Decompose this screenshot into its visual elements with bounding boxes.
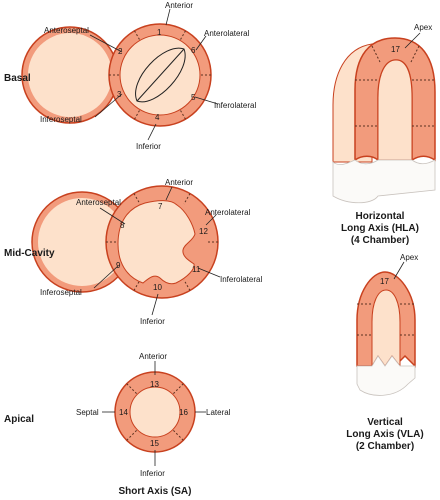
vla-cavity [371, 289, 401, 368]
apical-septal-label: Septal [76, 408, 99, 417]
apical-seg-13: 13 [150, 380, 159, 389]
basal-seg-3: 3 [117, 90, 122, 99]
sa-caption: Short Axis (SA) [119, 486, 192, 497]
mid-rv-inner [38, 198, 126, 286]
basal-seg-6: 6 [191, 46, 196, 55]
vla-base [356, 355, 416, 396]
apical-inferior-label: Inferior [140, 469, 165, 478]
apical-inner [129, 386, 181, 438]
mid-seg-12: 12 [199, 227, 208, 236]
apical-seg-15: 15 [150, 439, 159, 448]
mid-group: 7 8 9 10 11 12 Anterior Anteroseptal Ant… [4, 178, 262, 326]
row-label-basal: Basal [4, 73, 31, 84]
vla-seg-17: 17 [380, 277, 389, 286]
hla-apex-label: Apex [414, 23, 432, 32]
mid-seg-8: 8 [120, 221, 125, 230]
basal-rv-inner [28, 33, 112, 117]
vla-apex-label: Apex [400, 253, 418, 262]
basal-anterior-label: Anterior [165, 1, 193, 10]
hla-lv-cavity [377, 59, 413, 161]
vla-caption-line1: Vertical [367, 417, 403, 428]
mid-lv-cavity [117, 200, 196, 285]
hla-group: 17 Apex Horizontal Long Axis (HLA) (4 Ch… [332, 23, 436, 246]
basal-inferolateral-label: Inferolateral [214, 101, 256, 110]
apical-seg-14: 14 [119, 408, 128, 417]
hla-caption-line2: Long Axis (HLA) [341, 223, 419, 234]
vla-group: 17 Apex Vertical Long Axis (VLA) (2 Cham… [346, 253, 423, 452]
row-label-mid: Mid-Cavity [4, 248, 55, 259]
mid-seg-7: 7 [158, 202, 163, 211]
basal-anteroseptal-label: Anteroseptal [44, 26, 89, 35]
mid-seg-10: 10 [153, 283, 162, 292]
mid-anterolateral-label: Anterolateral [205, 208, 251, 217]
hla-caption-line3: (4 Chamber) [351, 235, 409, 246]
apical-lateral-label: Lateral [206, 408, 231, 417]
basal-seg-4: 4 [155, 113, 160, 122]
basal-group: 1 2 3 4 5 6 Anterior Anteroseptal Antero… [4, 1, 256, 151]
mid-anteroseptal-label: Anteroseptal [76, 198, 121, 207]
basal-seg-5: 5 [191, 93, 196, 102]
basal-valve-axis [136, 48, 185, 102]
row-label-apical: Apical [4, 414, 34, 425]
mid-anterior-label: Anterior [165, 178, 193, 187]
hla-apex-leader [404, 32, 421, 49]
basal-anterolateral-label: Anterolateral [204, 29, 250, 38]
basal-seg-1: 1 [157, 28, 162, 37]
mid-inferoseptal-label: Inferoseptal [40, 288, 82, 297]
apical-group: 13 14 15 16 Anterior Septal Lateral Infe… [4, 352, 231, 497]
apical-anterior-label: Anterior [139, 352, 167, 361]
vla-apex-leader [393, 261, 405, 280]
hla-caption-line1: Horizontal [356, 211, 405, 222]
hla-base [332, 159, 436, 204]
basal-inferior-label: Inferior [136, 142, 161, 151]
vla-caption-line3: (2 Chamber) [356, 441, 414, 452]
vla-caption-line2: Long Axis (VLA) [346, 429, 423, 440]
mid-seg-9: 9 [116, 261, 121, 270]
mid-seg-11: 11 [192, 265, 201, 274]
hla-seg-17: 17 [391, 45, 400, 54]
mid-inferolateral-label: Inferolateral [220, 275, 262, 284]
basal-inferoseptal-label: Inferoseptal [40, 115, 82, 124]
apical-seg-16: 16 [179, 408, 188, 417]
mid-inferior-label: Inferior [140, 317, 165, 326]
